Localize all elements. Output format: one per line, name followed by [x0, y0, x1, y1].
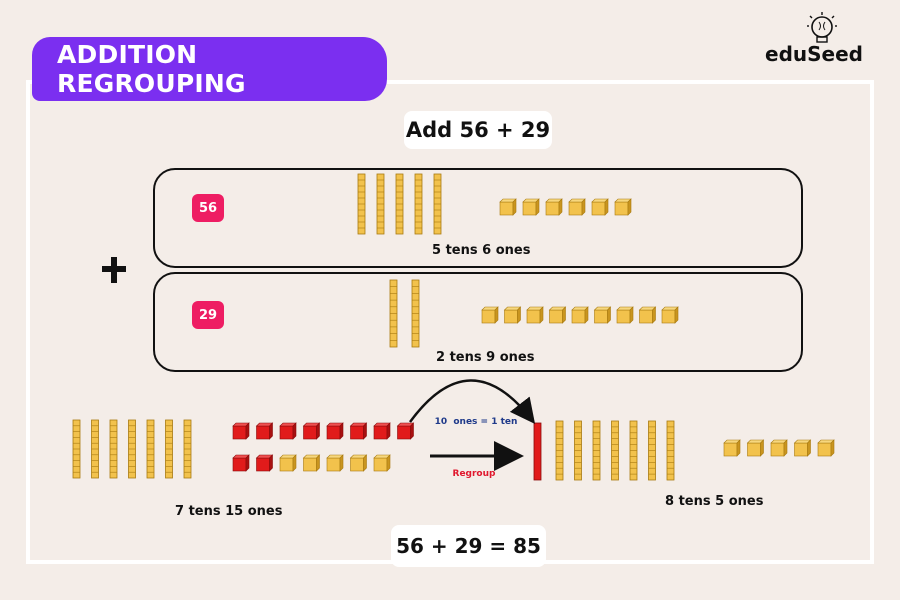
combined-caption: 7 tens 15 ones: [175, 504, 282, 519]
ten-rod: [630, 421, 637, 480]
regroup-cube: [327, 423, 343, 439]
arrow-bottom-label: Regroup: [453, 469, 497, 479]
one-cube: [550, 307, 566, 323]
one-cube: [523, 199, 539, 215]
ten-rod: [184, 420, 191, 478]
one-cube: [662, 307, 678, 323]
ten-rod: [390, 280, 397, 347]
one-cube: [795, 440, 811, 456]
ten-rod: [377, 174, 384, 234]
regroup-cube: [257, 423, 273, 439]
regroup-cube: [351, 423, 367, 439]
ten-rod: [434, 174, 441, 234]
arrow-top-label: 10 ones = 1 ten: [435, 417, 518, 427]
answer-equation: 56 + 29 = 85: [391, 525, 546, 567]
one-cube: [527, 307, 543, 323]
one-cube: [771, 440, 787, 456]
ten-rod: [73, 420, 80, 478]
regroup-cube: [257, 455, 273, 471]
one-cube: [724, 440, 740, 456]
one-cube: [572, 307, 588, 323]
ten-rod: [166, 420, 173, 478]
one-cube: [304, 455, 320, 471]
one-cube: [500, 199, 516, 215]
ten-rod: [649, 421, 656, 480]
one-cube: [592, 199, 608, 215]
one-cube: [374, 455, 390, 471]
curved-arrow: [410, 380, 532, 422]
ten-rod: [415, 174, 422, 234]
ten-rod: [612, 421, 619, 480]
regroup-cube: [374, 423, 390, 439]
one-cube: [482, 307, 498, 323]
one-cube: [748, 440, 764, 456]
ten-rod: [556, 421, 563, 480]
one-cube: [569, 199, 585, 215]
regroup-cube: [304, 423, 320, 439]
ten-rod: [396, 174, 403, 234]
one-cube: [280, 455, 296, 471]
ten-rod: [358, 174, 365, 234]
one-cube: [327, 455, 343, 471]
ten-rod: [667, 421, 674, 480]
one-cube: [615, 199, 631, 215]
ten-rod: [129, 420, 136, 478]
regrouped-ten-rod: [534, 423, 541, 480]
result-caption: 8 tens 5 ones: [665, 494, 763, 509]
one-cube: [595, 307, 611, 323]
one-cube: [546, 199, 562, 215]
one-cube: [818, 440, 834, 456]
ten-rod: [593, 421, 600, 480]
regroup-cube: [233, 455, 249, 471]
ten-rod: [575, 421, 582, 480]
ten-rod: [110, 420, 117, 478]
ten-rod: [412, 280, 419, 347]
one-cube: [617, 307, 633, 323]
regroup-cube: [233, 423, 249, 439]
ten-rod: [92, 420, 99, 478]
regroup-cube: [280, 423, 296, 439]
one-cube: [505, 307, 521, 323]
regroup-cube: [398, 423, 414, 439]
ten-rod: [147, 420, 154, 478]
one-cube: [640, 307, 656, 323]
one-cube: [351, 455, 367, 471]
answer-equation-text: 56 + 29 = 85: [396, 534, 541, 558]
